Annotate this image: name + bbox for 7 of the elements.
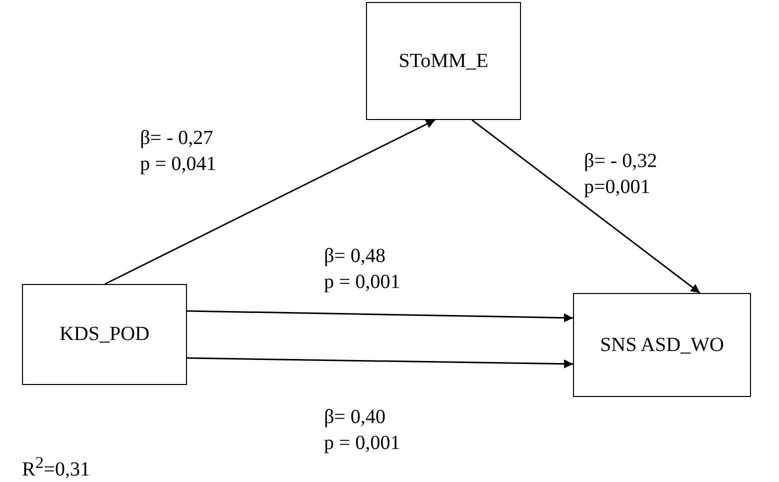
arrow: [186, 357, 574, 368]
variable-box: SToMM_E: [366, 2, 521, 120]
variable-box: SNS ASD_WO: [573, 293, 751, 397]
variable-box: KDS_POD: [22, 284, 187, 385]
arrow: [472, 119, 700, 294]
arrow: [186, 310, 574, 322]
arrow: [104, 119, 436, 285]
